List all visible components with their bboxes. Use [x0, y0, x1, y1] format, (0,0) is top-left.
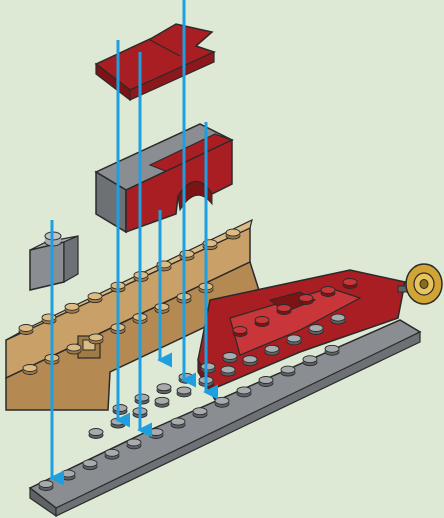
stud-gray — [237, 387, 251, 397]
gold-wheel — [406, 264, 442, 304]
stud-gray — [135, 394, 149, 404]
stud-gray — [149, 429, 163, 439]
stud-red — [255, 317, 269, 327]
stud-gray — [157, 384, 171, 394]
stud-tan — [19, 325, 33, 335]
stud-gray — [89, 429, 103, 439]
stud-tan — [89, 334, 103, 344]
stud-gray — [281, 366, 295, 376]
gray-red-arch-brick — [96, 124, 232, 232]
stud-tan — [65, 303, 79, 313]
stud-tan — [42, 314, 56, 324]
stud-gray — [83, 460, 97, 470]
stud-gray — [243, 356, 257, 366]
stud-gray — [303, 356, 317, 366]
stud-gray — [223, 353, 237, 363]
stud-tan — [23, 365, 37, 375]
stud-red — [299, 295, 313, 305]
stud-gray — [105, 449, 119, 459]
stud-gray — [193, 408, 207, 418]
stud-tan — [226, 229, 240, 239]
stud-tan — [155, 303, 169, 313]
stud-red — [233, 327, 247, 337]
stud-gray — [155, 397, 169, 407]
stud-tan — [67, 344, 81, 354]
red-plate-top — [96, 24, 214, 100]
stud-gray — [39, 481, 53, 491]
stud-gray — [177, 387, 191, 397]
stud-gray — [201, 363, 215, 373]
gray-single-brick — [30, 232, 78, 290]
stud-gray — [331, 314, 345, 324]
stud-gray — [215, 397, 229, 407]
stud-tan — [88, 293, 102, 303]
stud-gray — [259, 377, 273, 387]
stud-red — [277, 305, 291, 315]
stud-gray — [179, 373, 193, 383]
stud-gray — [309, 325, 323, 335]
stud-gray — [287, 335, 301, 345]
stud-tan — [180, 250, 194, 260]
stud-gray — [113, 405, 127, 415]
stud-gray — [61, 470, 75, 480]
stud-gray — [325, 345, 339, 355]
stud-gray — [171, 418, 185, 428]
stud-red — [343, 279, 357, 289]
stud-red — [321, 287, 335, 297]
stud-gray — [265, 345, 279, 355]
stud-gray — [221, 366, 235, 376]
stud-gray — [127, 439, 141, 449]
